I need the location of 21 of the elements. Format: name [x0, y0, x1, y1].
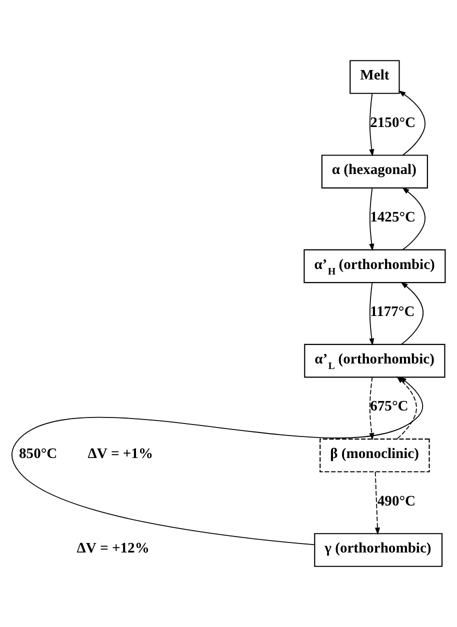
node-box: γ (orthorhombic): [314, 533, 443, 567]
arrow: [369, 188, 374, 252]
edge-label: 2150°C: [370, 114, 416, 131]
node-box: α’$_{H}$ (orthorhombic): [304, 249, 446, 284]
label: ΔV = +12%: [76, 540, 150, 557]
edge-label: 1425°C: [370, 209, 416, 226]
arrow: [374, 472, 380, 535]
edge-label: 490°C: [377, 493, 416, 510]
arrow: [369, 282, 374, 346]
node-box: Melt: [350, 60, 400, 94]
arrow: [400, 282, 424, 345]
arrow: [369, 92, 374, 156]
node-box: β (monoclinic): [320, 438, 430, 472]
arrow: [398, 90, 426, 156]
node-box: α (hexagonal): [321, 154, 428, 189]
node-box: α’$_{L}$ (orthorhombic): [304, 344, 446, 378]
edge-label: 1177°C: [370, 304, 415, 320]
edge-label: 675°C: [370, 398, 408, 415]
arrow: [402, 187, 426, 250]
label: ΔV = +1%: [88, 446, 154, 462]
edge-label: 850°C: [19, 446, 58, 462]
